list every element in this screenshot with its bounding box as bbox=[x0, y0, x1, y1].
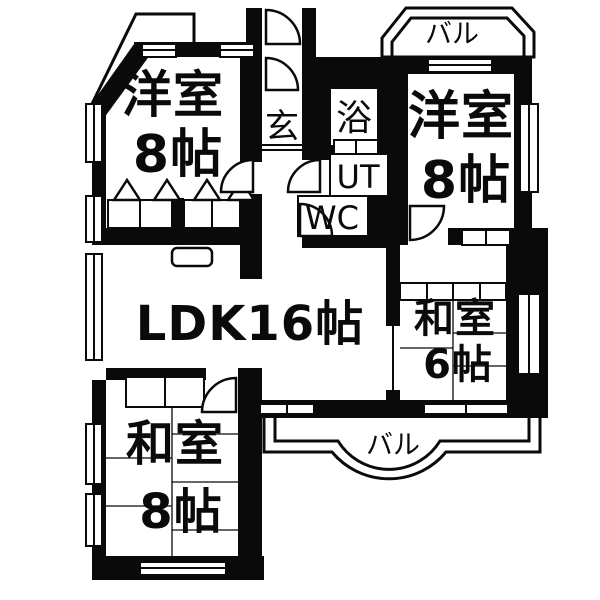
bay-window-outline bbox=[86, 12, 196, 113]
west-room2-door-arc bbox=[408, 204, 446, 242]
label-japanese8-size: 8帖 bbox=[139, 484, 222, 540]
oshiire-8jo bbox=[125, 376, 205, 408]
japanese-room8-door-arc bbox=[200, 376, 238, 414]
entrance-inner-door-arc bbox=[264, 56, 300, 92]
entrance-door-arc bbox=[264, 8, 302, 46]
label-balcony-bottom: バル bbox=[366, 430, 420, 461]
washer-cells bbox=[333, 139, 379, 155]
kitchen-sink bbox=[170, 246, 214, 268]
label-japanese6-name: 和室 bbox=[414, 296, 496, 342]
wc-door-arc bbox=[298, 202, 334, 238]
closet-right-room bbox=[461, 229, 511, 246]
label-bath: 浴 bbox=[336, 98, 372, 139]
closet-triangles bbox=[111, 177, 257, 202]
label-west-room1-name: 洋室 bbox=[122, 66, 224, 124]
door-arcs bbox=[200, 8, 446, 414]
closet-top-left bbox=[107, 198, 241, 230]
label-west-room2-name: 洋室 bbox=[408, 87, 514, 147]
utility-room bbox=[329, 153, 389, 197]
bath-room bbox=[329, 87, 379, 147]
tatami-grid-6jo bbox=[400, 300, 506, 400]
hall-door-arc bbox=[286, 158, 322, 194]
label-west-room1-size: 8帖 bbox=[133, 125, 223, 185]
tatami-grid-8jo bbox=[106, 408, 238, 556]
balcony-bottom-outline bbox=[262, 418, 542, 481]
windows bbox=[85, 43, 541, 576]
west-room1-door-arc bbox=[219, 158, 255, 194]
label-utility: UT bbox=[337, 158, 380, 196]
label-entrance: 玄 bbox=[265, 107, 299, 147]
label-wc: WC bbox=[305, 199, 359, 237]
label-japanese8-name: 和室 bbox=[126, 416, 224, 472]
label-balcony-top: バル bbox=[425, 19, 479, 50]
label-ldk: LDK16帖 bbox=[136, 296, 364, 352]
label-japanese6-size: 6帖 bbox=[423, 342, 493, 388]
label-west-room2-size: 8帖 bbox=[421, 151, 511, 211]
